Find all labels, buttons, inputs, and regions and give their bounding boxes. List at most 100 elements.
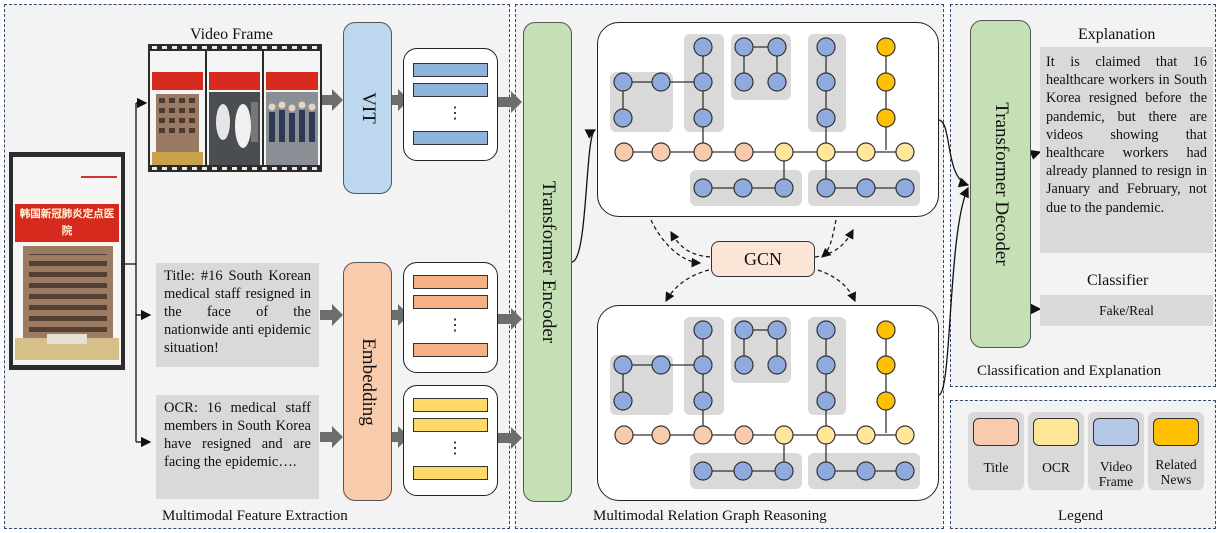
arrow-title-to-embedding [320,304,343,326]
ocr-node [816,142,836,162]
classification-title: Classification and Explanation [977,363,1162,379]
ocr-feature-bar [413,418,488,432]
video-node [733,178,753,198]
gcn-module: GCN [711,241,815,277]
title-node [614,425,634,445]
title-feature-bar [413,275,488,289]
video-node [856,461,876,481]
video-node [693,108,713,128]
video-node [816,461,836,481]
arrow-ocr-feature-to-encoder [498,427,522,449]
video-node [895,461,915,481]
video-feature-ellipsis: ⋮ [447,105,463,122]
arrow-title-feature-to-encoder [498,308,522,330]
title-feature-bar [413,295,488,309]
poster-logo [81,164,117,178]
ocr-text-box: OCR: 16 medical staff members in South K… [156,395,319,499]
video-node [651,72,671,92]
news-node [876,37,896,57]
arrow-vit-to-feature [392,89,409,111]
title-feature-bar [413,343,488,357]
news-poster-image: 韩国新冠肺炎定点医院 16名护士集体辞职 [9,152,125,370]
video-node [693,461,713,481]
transformer-decoder-module: Transformer Decoder [970,20,1031,348]
poster-headline-line-1: 韩国新冠肺炎定点医院 [19,208,115,237]
video-node [693,37,713,57]
ocr-feature-bar [413,398,488,412]
video-node [613,391,633,411]
graph-reasoning-title: Multimodal Relation Graph Reasoning [593,508,827,524]
legend-label-video-frame: Video Frame [1098,459,1134,489]
video-node [774,461,794,481]
legend-label-related-news: Related News [1155,457,1197,487]
video-node [816,72,836,92]
video-node [816,37,836,57]
ocr-node [774,425,794,445]
ocr-feature-bar [413,466,488,480]
video-node [767,37,787,57]
ocr-node [895,142,915,162]
video-frame-label: Video Frame [190,26,274,43]
video-node [734,37,754,57]
video-node [767,320,787,340]
video-node [613,72,633,92]
title-node [651,142,671,162]
video-node [693,320,713,340]
classifier-result-box: Fake/Real [1040,295,1213,326]
transformer-encoder-module: Transformer Encoder [523,22,572,502]
video-node [774,178,794,198]
legend-label-ocr: OCR [1042,460,1070,475]
legend-swatch-ocr [1033,418,1079,446]
video-node [734,320,754,340]
arrow-ocr-to-embedding [320,426,343,448]
title-feature-ellipsis: ⋮ [447,317,463,334]
arrow-embedding-to-title-feature [392,304,409,326]
video-node [693,72,713,92]
title-node [693,142,713,162]
explanation-text-box: It is claimed that 16 healthcare workers… [1040,47,1213,253]
classifier-result: Fake/Real [1099,303,1154,318]
video-node [693,391,713,411]
video-node [895,178,915,198]
news-node [876,391,896,411]
explanation-title: Explanation [1078,26,1156,43]
video-node [816,320,836,340]
ocr-feature-box: ⋮ [403,385,498,496]
title-node [734,142,754,162]
video-node [816,108,836,128]
video-node [816,391,836,411]
video-node [733,461,753,481]
legend-swatch-video-frame [1093,418,1139,446]
video-node [767,72,787,92]
vit-module: VIT [343,22,392,194]
feature-extraction-title: Multimodal Feature Extraction [162,508,348,524]
news-node [876,320,896,340]
arrow-embedding-to-ocr-feature [392,426,409,448]
title-node [614,142,634,162]
news-node [876,72,896,92]
video-feature-bar [413,131,488,145]
ocr-node [856,425,876,445]
ocr-node [774,142,794,162]
video-node [816,355,836,375]
news-node [876,355,896,375]
title-node [693,425,713,445]
ocr-feature-ellipsis: ⋮ [447,440,463,457]
ocr-node [895,425,915,445]
news-node [876,108,896,128]
legend-swatch-title [973,418,1019,446]
video-feature-bar [413,83,488,97]
video-node [734,355,754,375]
video-node [651,355,671,375]
video-feature-bar [413,63,488,77]
video-feature-box: ⋮ [403,48,498,161]
ocr-node [816,425,836,445]
transformer-decoder-label: Transformer Decoder [990,102,1012,266]
video-node [693,355,713,375]
embedding-module: Embedding [343,262,392,501]
title-feature-box: ⋮ [403,262,498,373]
title-text-box: Title: #16 South Korean medical staff re… [156,263,319,367]
video-node [734,72,754,92]
